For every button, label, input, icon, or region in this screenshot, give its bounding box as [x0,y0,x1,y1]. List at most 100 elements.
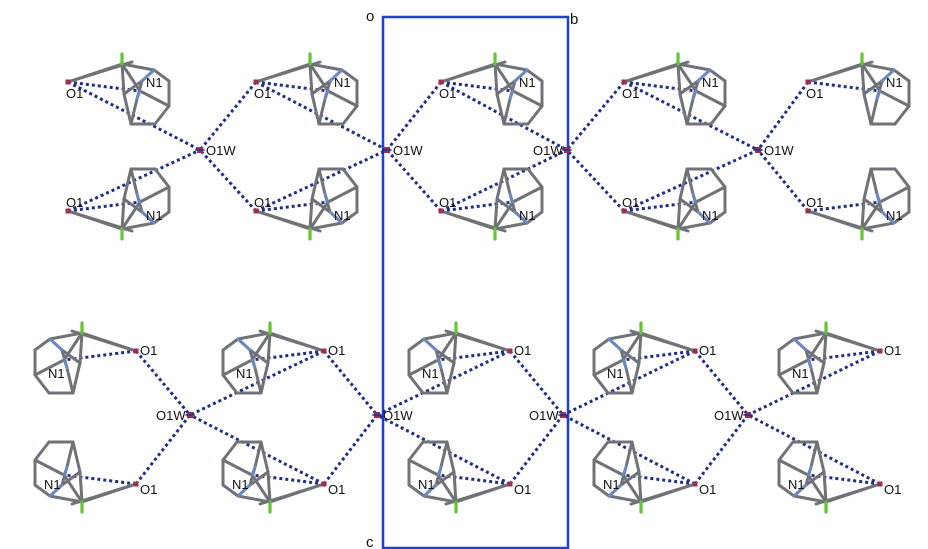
hbond-o1-o1w [189,349,325,417]
n-bond [436,358,443,370]
bond [60,348,82,365]
molecule-7 [621,167,727,241]
molecule-13 [221,440,327,514]
bond [495,197,517,214]
bond [259,361,270,395]
molecule-11 [33,440,139,514]
bond [308,197,314,231]
o1-label: O1 [140,343,157,358]
bond [592,440,610,462]
n-bond [323,192,330,204]
bond [892,210,911,225]
bond [308,62,314,96]
o1-atom [621,208,627,214]
molecule-5 [438,167,544,241]
hbond-o1-o1w [189,413,325,486]
o1-atom [692,348,698,354]
bond [221,373,239,395]
bond [708,68,727,83]
bond [33,358,66,377]
hbond-o1-o1w [623,80,759,152]
bond [862,79,884,96]
bond [777,483,796,498]
bond [624,366,634,395]
n1-label: N1 [418,477,435,492]
bond [221,337,240,352]
bond [152,68,171,83]
hbond-o1-o1w [508,414,565,485]
bond [892,68,911,83]
hbond-o1-o1w [134,350,192,416]
o1-atom [507,481,513,487]
n-bond [621,465,628,477]
o1-atom [692,481,698,487]
bond [621,331,643,362]
n-bond [875,89,882,101]
bond [153,167,171,189]
bond [33,483,52,498]
n-bond [250,465,257,477]
o1-atom [877,348,883,354]
n1-label: N1 [702,75,719,90]
bond [637,331,643,365]
o1-label: O1 [699,482,716,497]
molecule-2 [253,52,359,126]
bond [33,458,66,477]
hbond-o1-o1w [198,81,258,151]
bond [250,331,272,362]
bond [493,197,499,231]
o1w-label: O1W [206,143,236,158]
o1-label: O1 [328,343,345,358]
n-bond [792,337,808,352]
bond [777,458,810,477]
o1-label: O1 [622,86,639,101]
bond [326,185,359,204]
o1-label: O1 [439,195,456,210]
bond [122,167,133,201]
n-bond [696,68,712,83]
o1-label: O1 [254,86,271,101]
bond [152,210,171,225]
n-bond [135,192,142,204]
hbond-o1-o1w [385,81,443,151]
bond [862,92,873,126]
water-1 [382,147,392,153]
n-bond [880,68,896,83]
hbond-o1-o1w [198,148,258,213]
bond [445,361,456,395]
bond [495,92,506,126]
bond [266,470,272,504]
n1-label: N1 [603,477,620,492]
bond [809,440,819,469]
bond [709,104,727,126]
n-bond [135,89,142,101]
bond [809,366,819,395]
bond [436,473,458,504]
molecule-3 [253,167,359,241]
n1-label: N1 [607,366,624,381]
n1-label: N1 [146,75,163,90]
n-bond [806,358,813,370]
n-bond [691,89,698,101]
o1w-label: O1W [764,143,794,158]
bond [630,440,641,474]
hbond-o1-o1w [322,350,379,416]
bond [592,337,611,352]
n-bond [513,210,529,225]
bond [317,167,327,196]
atom-labels: O1N1O1N1O1N1O1N1O1N1O1N1O1N1O1N1O1N1O1N1… [44,75,903,497]
molecule-6 [621,52,727,126]
bond [340,210,359,225]
bond [122,92,133,126]
n-bond [422,483,438,498]
bond [138,185,171,204]
bond [708,210,727,225]
o1-atom [253,79,259,85]
bond [341,104,359,126]
o1-atom [65,79,71,85]
bond [694,185,727,204]
bond [511,89,544,108]
bond [493,200,515,231]
hbond-o1-o1w [693,414,750,485]
n-bond [323,89,330,101]
